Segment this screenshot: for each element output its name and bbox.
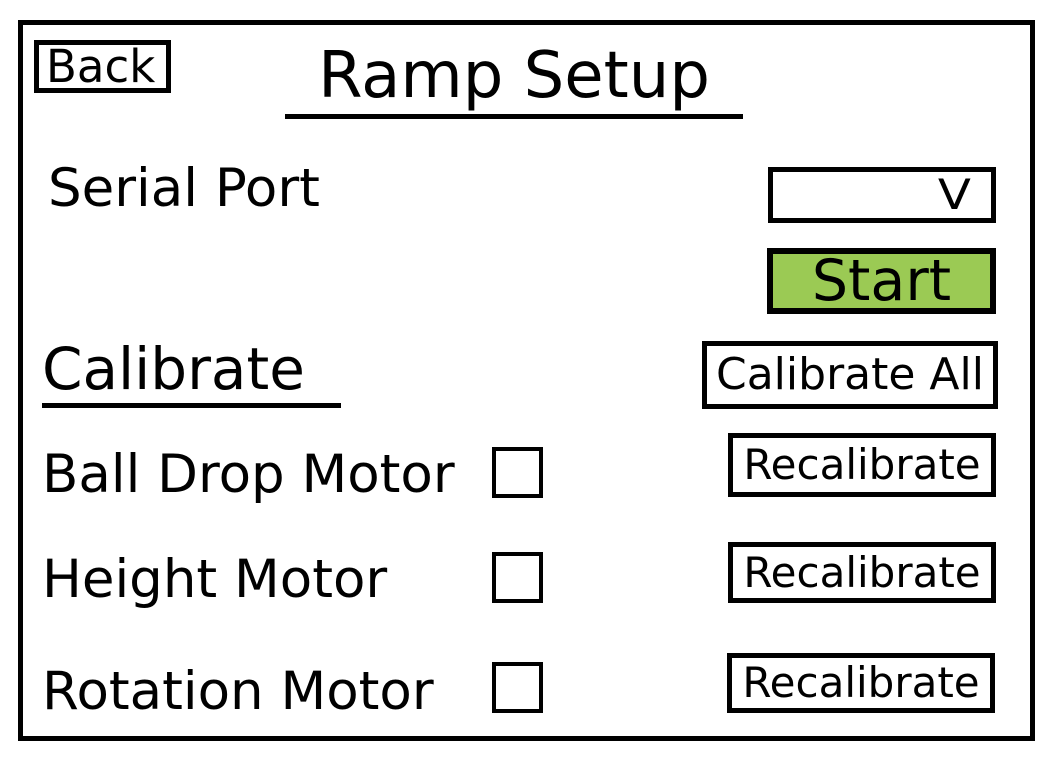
serial-port-label: Serial Port: [48, 158, 320, 219]
back-button[interactable]: Back: [34, 40, 171, 93]
ball-drop-motor-checkbox[interactable]: [492, 447, 543, 498]
start-button[interactable]: Start: [767, 248, 996, 314]
window-frame: [18, 20, 1035, 741]
height-motor-label: Height Motor: [42, 549, 388, 610]
recalibrate-ball-drop-button[interactable]: Recalibrate: [728, 433, 996, 497]
height-motor-checkbox[interactable]: [492, 552, 543, 603]
calibrate-all-button[interactable]: Calibrate All: [702, 341, 998, 409]
serial-port-dropdown[interactable]: V: [768, 167, 996, 223]
rotation-motor-label: Rotation Motor: [42, 661, 434, 722]
page-title: Ramp Setup: [285, 38, 743, 119]
rotation-motor-checkbox[interactable]: [492, 662, 543, 713]
chevron-down-icon: V: [938, 170, 972, 219]
ball-drop-motor-label: Ball Drop Motor: [42, 444, 455, 505]
recalibrate-height-button[interactable]: Recalibrate: [728, 542, 996, 603]
recalibrate-rotation-button[interactable]: Recalibrate: [727, 653, 995, 713]
calibrate-heading: Calibrate: [42, 336, 341, 408]
